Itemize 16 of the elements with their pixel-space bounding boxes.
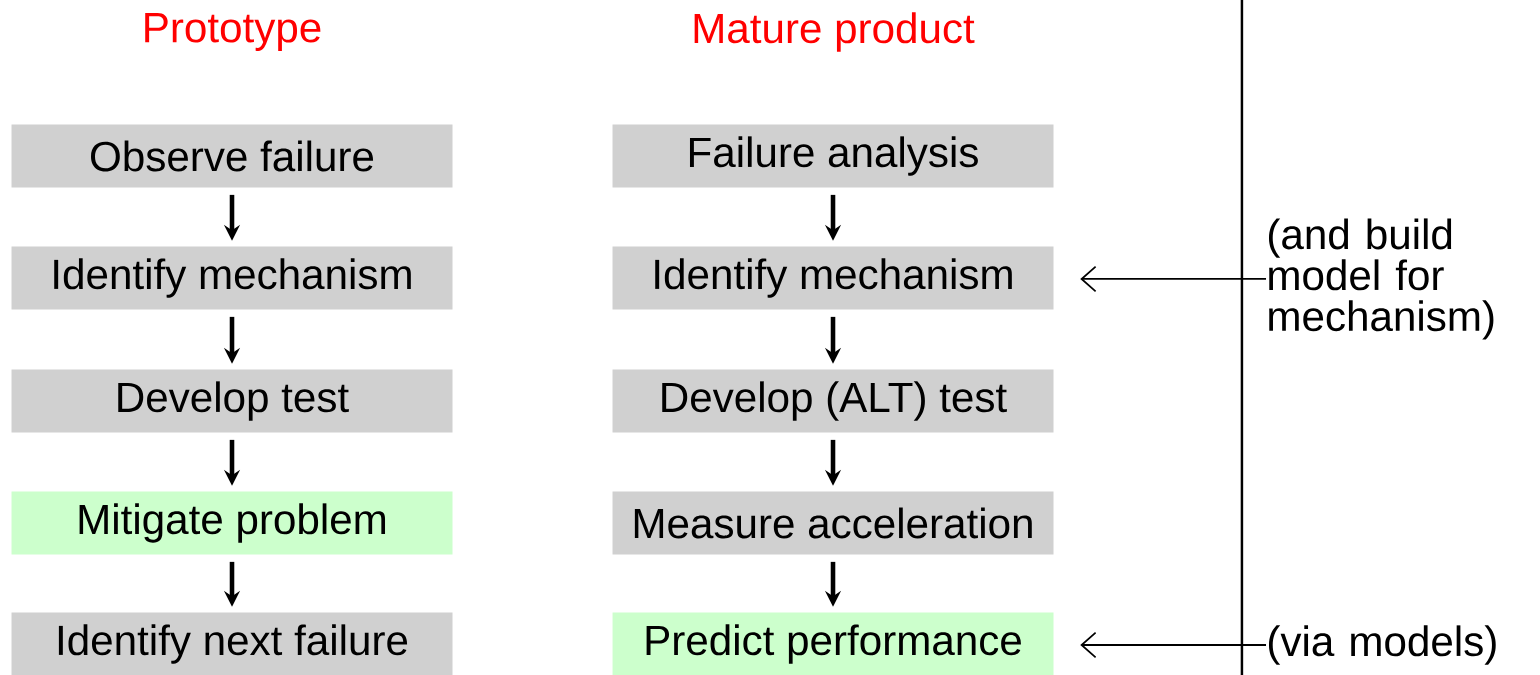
process-box: Identify next failure [11,612,453,675]
process-box: Develop test [11,369,453,433]
arrow [1080,265,1267,293]
arrow [1080,631,1267,659]
process-box: Failure analysis [612,124,1054,188]
process-box: Identify mechanism [612,246,1054,310]
note-text: (via models) [1269,625,1496,665]
column-heading: Mature product [694,12,975,52]
note-text: (and build model for mechanism) [1269,218,1494,340]
process-box: Predict performance [612,612,1054,675]
column-heading: Prototype [145,13,321,51]
process-box: Observe failure [11,124,453,188]
process-box: Develop (ALT) test [612,369,1054,433]
process-box: Mitigate problem [11,491,453,555]
process-box: Identify mechanism [11,246,453,310]
process-box: Measure acceleration [612,491,1054,555]
